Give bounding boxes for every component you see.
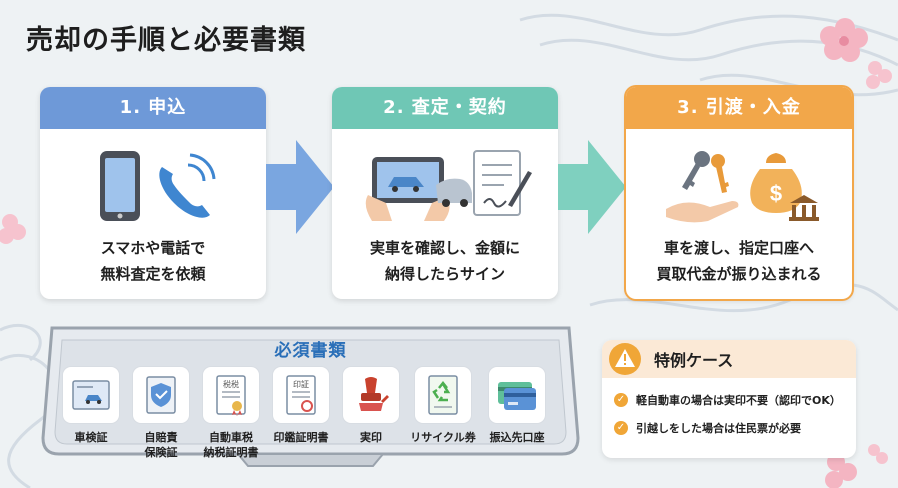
step-text-line: 実車を確認し、金額に [369, 239, 520, 257]
warning-icon [609, 343, 641, 375]
svg-text:$: $ [770, 181, 782, 206]
page-title: 売却の手順と必要書類 [26, 25, 306, 56]
documents-title: 必須書類 [274, 341, 347, 361]
special-cases-title: 特例ケース [654, 351, 734, 370]
document-item: 振込先口座 [488, 366, 546, 445]
document-label: 自動車税 [209, 431, 253, 444]
document-item: 実印 [342, 366, 400, 445]
phone-icon [100, 151, 216, 221]
document-item: 自賠責 保険証 [132, 366, 190, 460]
seal-stamp-icon [359, 377, 389, 411]
special-case-item: ✓ 引越しをした場合は住民票が必要 [614, 420, 856, 436]
special-cases-panel: 特例ケース ✓ 軽自動車の場合は実印不要（認印でOK） ✓ 引越しをした場合は住… [602, 340, 856, 458]
tax-certificate-icon: 税税 [216, 375, 246, 416]
car-document-icon [72, 380, 110, 410]
step-heading: 3. 引渡・入金 [626, 87, 852, 129]
step-text-line: 無料査定を依頼 [100, 265, 206, 283]
recycle-ticket-icon [428, 375, 458, 415]
document-item: 税税 自動車税 納税証明書 [202, 366, 260, 460]
step-card-delivery: 3. 引渡・入金 $ 車を渡し、指定口座へ 買取代金が振り込まれる [626, 87, 852, 299]
stamp-text: 税税 [223, 379, 239, 389]
step-text-line: スマホや電話で [100, 239, 206, 257]
insurance-shield-icon [146, 376, 176, 414]
document-label: 振込先口座 [489, 431, 545, 444]
document-item: 車検証 [62, 366, 120, 445]
step-card-apply: 1. 申込 スマホや電話で 無料査定を依頼 [40, 87, 266, 299]
special-case-text: 引越しをした場合は住民票が必要 [636, 422, 801, 435]
document-item: リサイクル券 [410, 366, 476, 445]
document-label: 車検証 [74, 431, 108, 444]
step-text-line: 買取代金が振り込まれる [656, 265, 822, 283]
arrow-right-icon [558, 140, 626, 234]
document-label: 自賠責 [144, 431, 178, 444]
document-label: 実印 [360, 431, 382, 444]
check-icon: ✓ [614, 421, 628, 435]
document-label: 保険証 [144, 446, 178, 459]
step-heading: 1. 申込 [40, 87, 266, 129]
keys-money-icon: $ [666, 151, 819, 223]
arrow-right-icon [266, 140, 334, 234]
seal-certificate-icon: 印証 [286, 375, 316, 415]
document-item: 印証 印鑑証明書 [272, 366, 330, 445]
document-label: 納税証明書 [203, 446, 259, 459]
step-text-line: 納得したらサイン [384, 265, 505, 283]
stamp-text: 印証 [293, 379, 309, 389]
tablet-contract-icon [365, 150, 532, 221]
step-text-line: 車を渡し、指定口座へ [663, 239, 814, 257]
step-card-appraisal: 2. 査定・契約 実車を確認し、金額に 納得したらサイン [332, 87, 558, 299]
special-case-item: ✓ 軽自動車の場合は実印不要（認印でOK） [614, 392, 856, 408]
bank-card-icon [498, 382, 536, 410]
document-label: 印鑑証明書 [273, 431, 329, 444]
special-case-text: 軽自動車の場合は実印不要（認印でOK） [636, 394, 841, 407]
check-icon: ✓ [614, 393, 628, 407]
sakura-icon [0, 18, 892, 488]
document-label: リサイクル券 [410, 431, 476, 444]
step-heading: 2. 査定・契約 [332, 87, 558, 129]
